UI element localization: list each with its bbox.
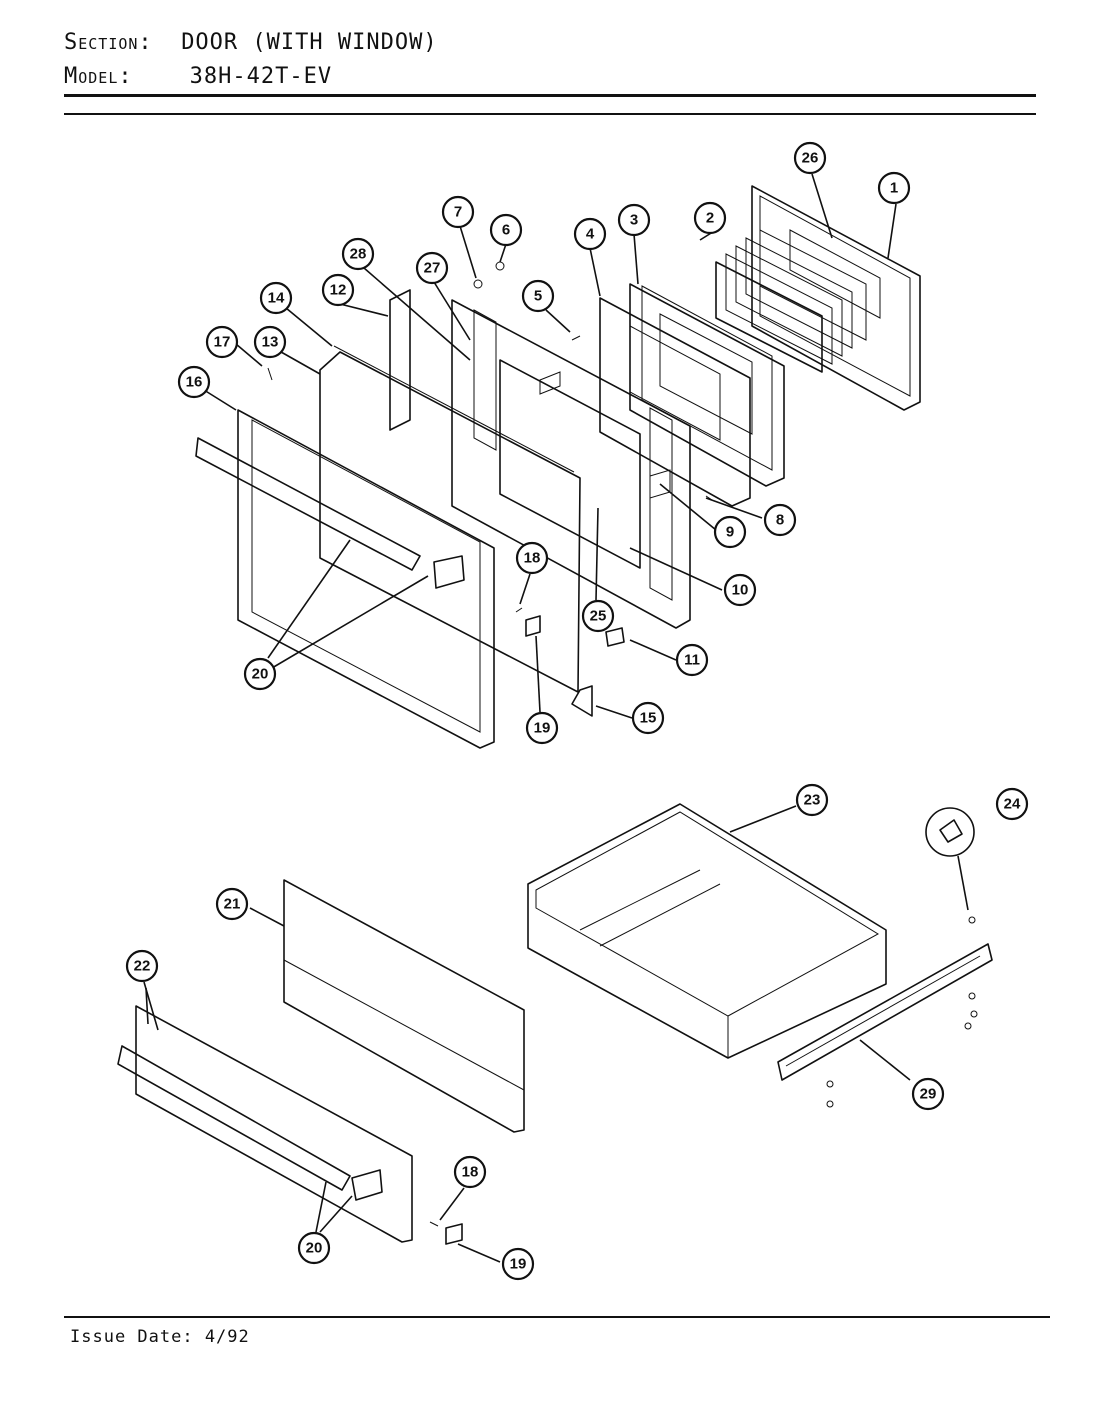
model-value: 38H-42T-EV bbox=[189, 64, 333, 89]
svg-text:18: 18 bbox=[524, 550, 541, 567]
callout-11: 11 bbox=[675, 643, 709, 677]
part-door-liner bbox=[451, 299, 691, 629]
callout-7: 7 bbox=[441, 195, 475, 229]
svg-text:28: 28 bbox=[350, 246, 367, 263]
callout-2: 2 bbox=[693, 201, 727, 235]
section-label: Section: bbox=[64, 30, 153, 55]
callout-17: 17 bbox=[205, 325, 239, 359]
callout-12: 12 bbox=[321, 273, 355, 307]
section-value: DOOR (WITH WINDOW) bbox=[181, 30, 438, 55]
svg-text:20: 20 bbox=[306, 1240, 323, 1257]
svg-text:22: 22 bbox=[134, 958, 151, 975]
svg-text:1: 1 bbox=[890, 180, 898, 197]
callout-25: 25 bbox=[581, 599, 615, 633]
callout-26: 26 bbox=[793, 141, 827, 175]
model-label: Model: bbox=[64, 64, 133, 89]
svg-text:27: 27 bbox=[424, 260, 441, 277]
svg-text:8: 8 bbox=[776, 512, 784, 529]
svg-text:11: 11 bbox=[684, 652, 700, 669]
callout-13: 13 bbox=[253, 325, 287, 359]
header-rule-thin bbox=[64, 113, 1036, 115]
svg-text:26: 26 bbox=[802, 150, 819, 167]
callout-6: 6 bbox=[489, 213, 523, 247]
callout-4: 4 bbox=[573, 217, 607, 251]
svg-text:3: 3 bbox=[630, 212, 638, 229]
callout-1: 1 bbox=[877, 171, 911, 205]
part-drawer-small-hardware bbox=[429, 1221, 463, 1245]
part-drawer-inner-panel bbox=[283, 879, 525, 1133]
callout-15: 15 bbox=[631, 701, 665, 735]
svg-text:13: 13 bbox=[262, 334, 279, 351]
svg-text:20: 20 bbox=[252, 666, 269, 683]
svg-text:24: 24 bbox=[1004, 796, 1021, 813]
callout-27: 27 bbox=[415, 251, 449, 285]
svg-text:9: 9 bbox=[726, 524, 734, 541]
part-outer-door-frame bbox=[195, 409, 495, 749]
part-inner-panel bbox=[599, 297, 751, 507]
callout-5: 5 bbox=[521, 279, 555, 313]
part-small-hardware bbox=[267, 261, 713, 717]
callout-28: 28 bbox=[341, 237, 375, 271]
svg-text:15: 15 bbox=[640, 710, 657, 727]
part-rail-clip bbox=[925, 807, 975, 911]
svg-text:14: 14 bbox=[268, 290, 285, 307]
callout-3: 3 bbox=[617, 203, 651, 237]
callout-23: 23 bbox=[795, 783, 829, 817]
callout-8: 8 bbox=[763, 503, 797, 537]
callout-18: 18 bbox=[515, 541, 549, 575]
part-insulation-pack bbox=[715, 229, 867, 373]
svg-text:10: 10 bbox=[732, 582, 749, 599]
callout-21: 21 bbox=[215, 887, 249, 921]
callout-20-lower: 20 bbox=[297, 1231, 331, 1265]
svg-text:18: 18 bbox=[462, 1164, 479, 1181]
section-title: Section: DOOR (WITH WINDOW) bbox=[64, 30, 438, 55]
svg-text:17: 17 bbox=[214, 334, 231, 351]
header-rule-thick bbox=[64, 94, 1036, 97]
callout-10: 10 bbox=[723, 573, 757, 607]
callout-18-lower: 18 bbox=[453, 1155, 487, 1189]
callout-9: 9 bbox=[713, 515, 747, 549]
svg-text:21: 21 bbox=[224, 896, 241, 913]
svg-text:23: 23 bbox=[804, 792, 821, 809]
svg-text:25: 25 bbox=[590, 608, 607, 625]
callout-16: 16 bbox=[177, 365, 211, 399]
svg-text:5: 5 bbox=[534, 288, 542, 305]
svg-text:4: 4 bbox=[586, 226, 595, 243]
callout-29: 29 bbox=[911, 1077, 945, 1111]
part-drawer-front bbox=[117, 1005, 413, 1243]
svg-text:19: 19 bbox=[534, 720, 551, 737]
footer-rule bbox=[64, 1316, 1050, 1318]
svg-text:29: 29 bbox=[920, 1086, 937, 1103]
callout-20: 20 bbox=[243, 657, 277, 691]
callout-22: 22 bbox=[125, 949, 159, 983]
svg-text:16: 16 bbox=[186, 374, 203, 391]
part-drawer-body bbox=[527, 803, 887, 1059]
callout-14: 14 bbox=[259, 281, 293, 315]
svg-text:7: 7 bbox=[454, 204, 462, 221]
part-outer-glass bbox=[319, 345, 581, 693]
part-slide-rail bbox=[777, 943, 993, 1081]
part-back-panel bbox=[751, 185, 921, 411]
callout-19-lower: 19 bbox=[501, 1247, 535, 1281]
part-screws bbox=[826, 916, 978, 1108]
part-side-trim bbox=[389, 289, 411, 431]
svg-text:19: 19 bbox=[510, 1256, 527, 1273]
issue-date: Issue Date: 4/92 bbox=[70, 1327, 250, 1347]
model-title: Model: 38H-42T-EV bbox=[64, 64, 332, 89]
svg-text:6: 6 bbox=[502, 222, 510, 239]
callout-24: 24 bbox=[995, 787, 1029, 821]
svg-text:12: 12 bbox=[330, 282, 347, 299]
callout-19: 19 bbox=[525, 711, 559, 745]
svg-text:2: 2 bbox=[706, 210, 714, 227]
leader-lines bbox=[143, 173, 911, 1263]
